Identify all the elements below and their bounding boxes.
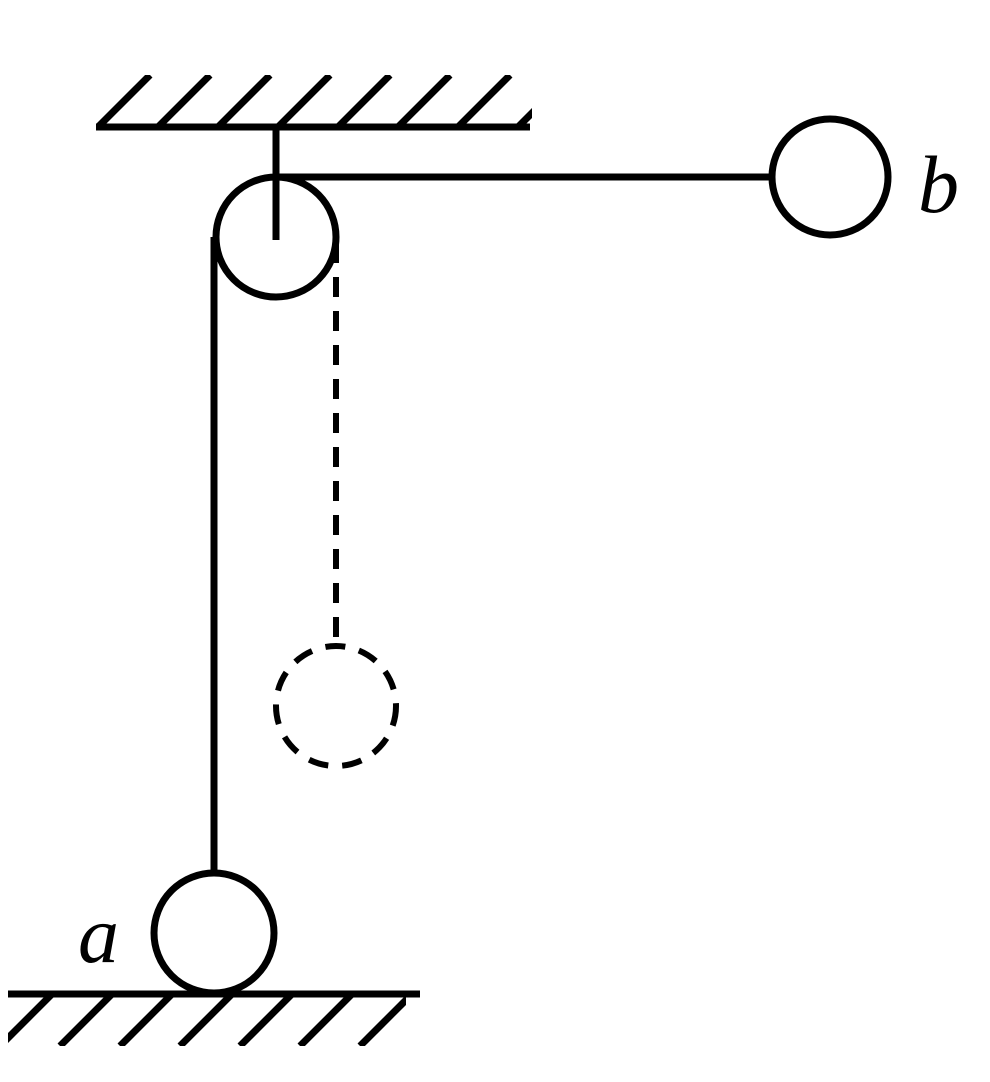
floor-hatching — [8, 994, 406, 1046]
floor — [8, 990, 420, 1046]
dashed-ball — [273, 643, 399, 769]
ball-b-label: b — [918, 139, 959, 230]
ceiling — [96, 75, 532, 131]
ceiling-hatching — [96, 75, 532, 129]
ball-a-label: a — [78, 889, 119, 980]
ball-a — [150, 869, 278, 997]
ball-b — [768, 115, 892, 239]
